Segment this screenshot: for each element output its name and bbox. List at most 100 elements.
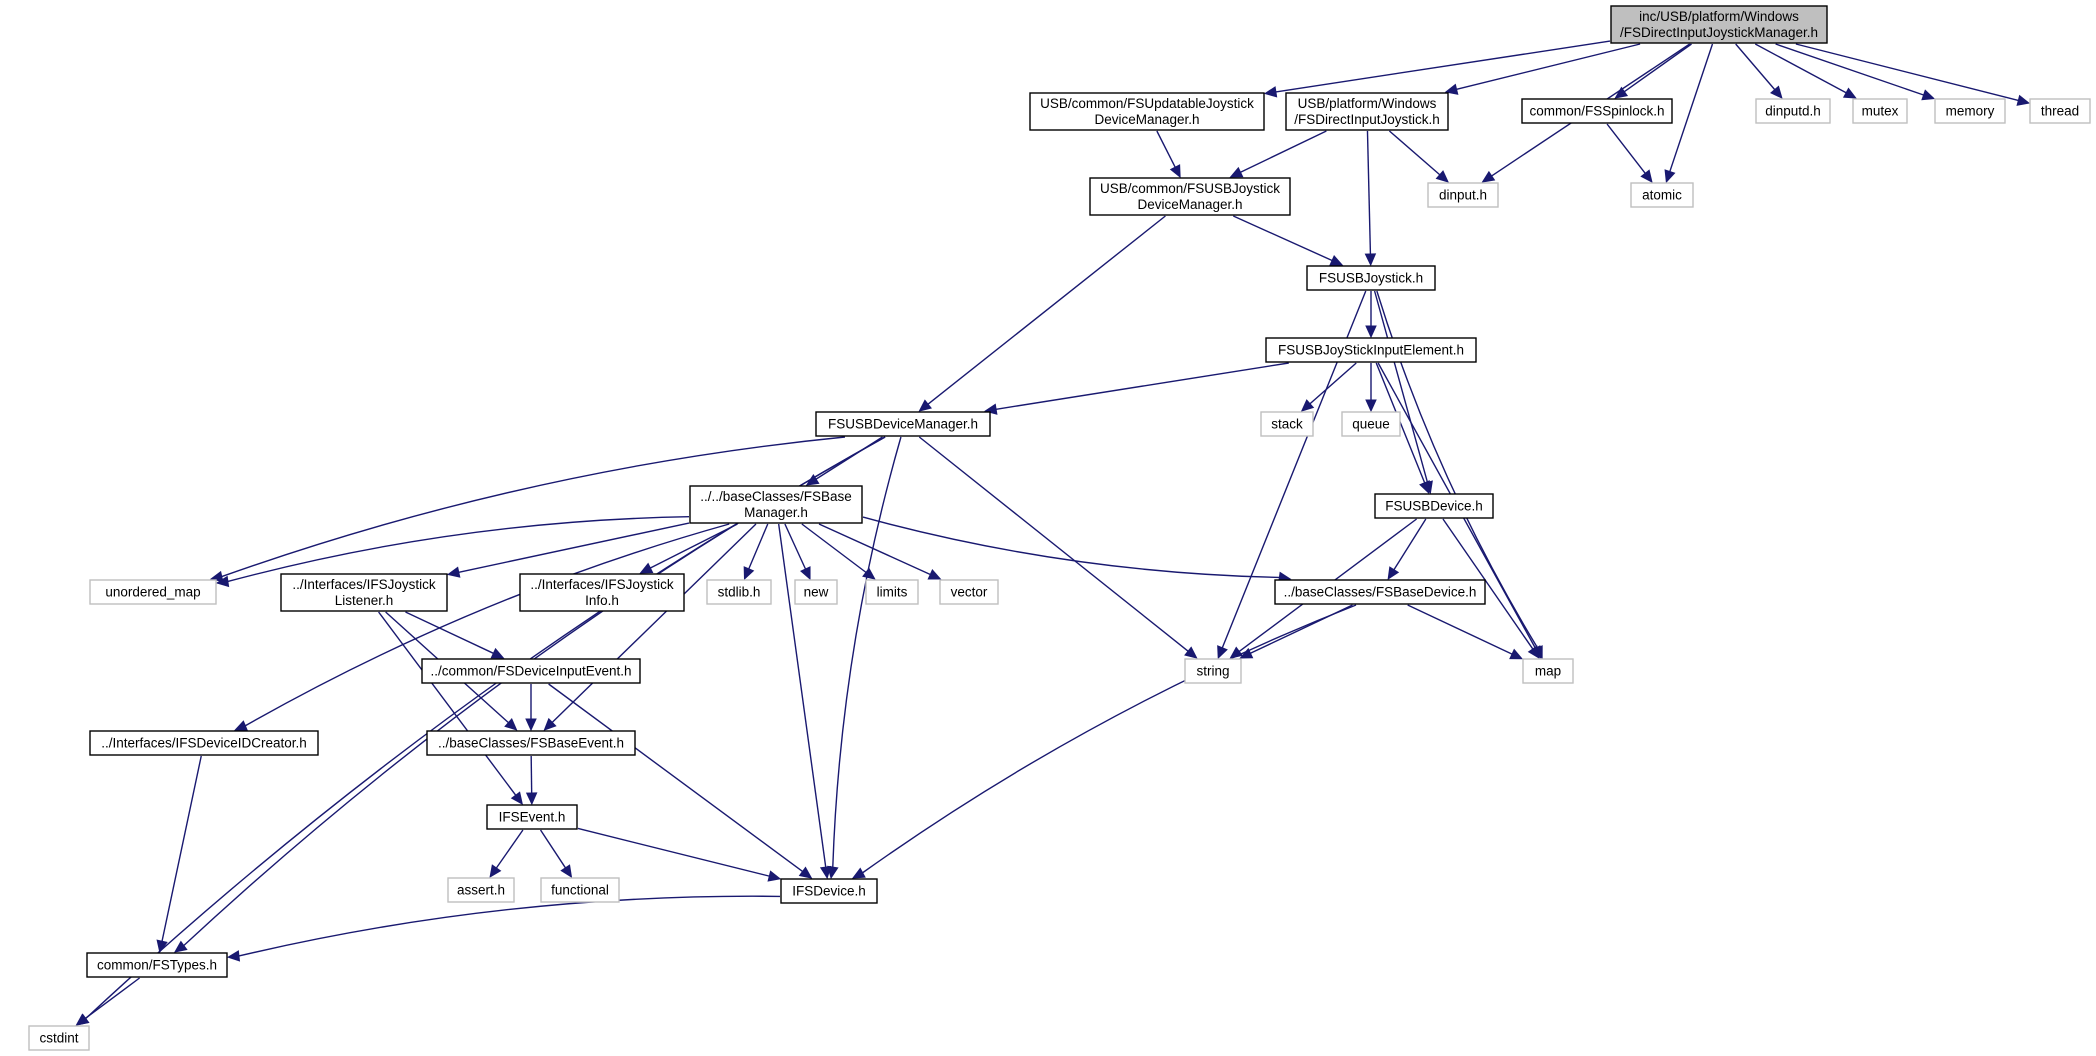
node-box: [540, 877, 620, 903]
edge-line: [405, 611, 494, 654]
node-updatable[interactable]: USB/common/FSUpdatableJoystickDeviceMana…: [1029, 92, 1265, 131]
edge-line: [818, 523, 931, 576]
node-fstypes[interactable]: common/FSTypes.h: [86, 952, 228, 978]
node-label: USB/common/FSUSBJoystick: [1100, 181, 1280, 196]
node-devidcreator[interactable]: ../Interfaces/IFSDeviceIDCreator.h: [89, 730, 319, 756]
edge-line: [539, 829, 566, 869]
node-root[interactable]: inc/USB/platform/Windows/FSDirectInputJo…: [1610, 5, 1828, 44]
node-queue: queue: [1341, 411, 1401, 437]
node-box: [89, 730, 319, 756]
edge-line: [551, 523, 757, 723]
node-label: Info.h: [585, 593, 619, 608]
node-usbjoy[interactable]: FSUSBJoystick.h: [1306, 265, 1436, 291]
node-usbdevice[interactable]: FSUSBDevice.h: [1374, 493, 1494, 519]
edge-line: [995, 362, 1289, 410]
node-usbdevmgr[interactable]: FSUSBDeviceManager.h: [815, 411, 991, 437]
edge-line: [918, 436, 1189, 652]
node-label: limits: [877, 585, 908, 600]
node-box: [486, 804, 578, 830]
edge-line: [1407, 604, 1513, 655]
edge-arrowhead: [1364, 253, 1377, 267]
node-box: [447, 877, 515, 903]
edge-root-to-thread: [1795, 43, 2031, 106]
edge-line: [1606, 123, 1646, 174]
node-dijoy[interactable]: USB/platform/Windows/FSDirectInputJoysti…: [1285, 92, 1449, 131]
edge-line: [221, 436, 846, 578]
edge-arrowhead: [1640, 169, 1653, 183]
edge-basemgr-to-new: [784, 523, 811, 581]
node-label: FSUSBDeviceManager.h: [828, 417, 978, 432]
node-label: IFSEvent.h: [499, 810, 566, 825]
edge-arrowhead: [1444, 83, 1459, 95]
node-box: [2029, 98, 2091, 124]
edge-line: [161, 755, 202, 942]
edge-arrowhead: [1263, 86, 1278, 98]
edge-arrowhead: [1229, 166, 1244, 178]
edge-arrowhead: [819, 865, 832, 880]
edge-arrowhead: [1239, 647, 1254, 659]
edge-arrowhead: [1217, 645, 1228, 660]
node-box: [28, 1025, 90, 1051]
edge-root-to-dijoy: [1444, 43, 1641, 95]
edge-line: [784, 523, 807, 570]
edge-arrowhead: [75, 1013, 90, 1026]
node-baseevent[interactable]: ../baseClasses/FSBaseEvent.h: [426, 730, 636, 756]
edge-basemgr-to-devidcreator: [234, 523, 730, 731]
edge-devidcreator-to-fstypes: [156, 755, 202, 954]
edge-line: [748, 523, 769, 570]
edge-basemgr-to-baseevent: [543, 523, 757, 731]
edge-arrowhead: [1509, 648, 1524, 660]
edge-arrowhead: [1387, 566, 1400, 581]
node-label: thread: [2041, 104, 2079, 119]
edge-line: [862, 516, 1280, 579]
node-label: new: [804, 585, 829, 600]
edge-line: [801, 523, 867, 573]
edge-arrowhead: [798, 866, 813, 879]
node-box: [1260, 411, 1314, 437]
edge-fstypes-to-cstdint: [75, 977, 140, 1026]
edge-usbjoymgr-to-usbjoy: [1233, 215, 1344, 266]
edge-line: [244, 523, 730, 727]
edge-ifsevent-to-assert: [489, 829, 524, 878]
node-label: USB/platform/Windows: [1298, 96, 1437, 111]
node-box: [794, 579, 838, 605]
node-label: mutex: [1862, 104, 1899, 119]
node-label: stdlib.h: [718, 585, 761, 600]
edge-dijoy-to-usbjoy: [1364, 130, 1377, 267]
edge-arrowhead: [1300, 399, 1315, 412]
node-basedevice[interactable]: ../baseClasses/FSBaseDevice.h: [1274, 579, 1486, 605]
node-box: [1521, 98, 1673, 124]
edge-usbdevmgr-to-string: [918, 436, 1198, 659]
node-inputelem[interactable]: FSUSBJoyStickInputElement.h: [1265, 337, 1477, 363]
node-label: ../Interfaces/IFSJoystick: [530, 577, 674, 592]
node-devinputevent[interactable]: ../common/FSDeviceInputEvent.h: [421, 658, 641, 684]
edge-inputelem-to-usbdevmgr: [984, 362, 1289, 415]
node-ifsdevice[interactable]: IFSDevice.h: [780, 878, 878, 904]
edge-arrowhead: [639, 562, 654, 574]
edge-arrowhead: [1329, 255, 1344, 266]
edge-line: [238, 895, 781, 957]
edge-listener-to-ifsevent: [378, 611, 523, 805]
edge-arrowhead: [560, 864, 573, 879]
edge-arrowhead: [743, 566, 755, 581]
edge-listener-to-devinputevent: [405, 611, 505, 659]
edge-inputelem-to-stack: [1300, 362, 1357, 412]
node-label: assert.h: [457, 883, 505, 898]
node-spinlock[interactable]: common/FSSpinlock.h: [1521, 98, 1673, 124]
node-ifsevent[interactable]: IFSEvent.h: [486, 804, 578, 830]
edge-usbdevice-to-basedevice: [1387, 518, 1427, 581]
node-label: inc/USB/platform/Windows: [1639, 9, 1799, 24]
edge-arrowhead: [1770, 85, 1783, 99]
node-label: map: [1535, 664, 1561, 679]
edge-basedevice-to-ifsdevice: [851, 604, 1357, 879]
edge-arrowhead: [226, 950, 241, 962]
node-box: [706, 579, 772, 605]
node-box: [939, 579, 999, 605]
edge-line: [1775, 43, 1924, 96]
node-box: [89, 579, 217, 605]
edge-arrowhead: [156, 939, 168, 954]
